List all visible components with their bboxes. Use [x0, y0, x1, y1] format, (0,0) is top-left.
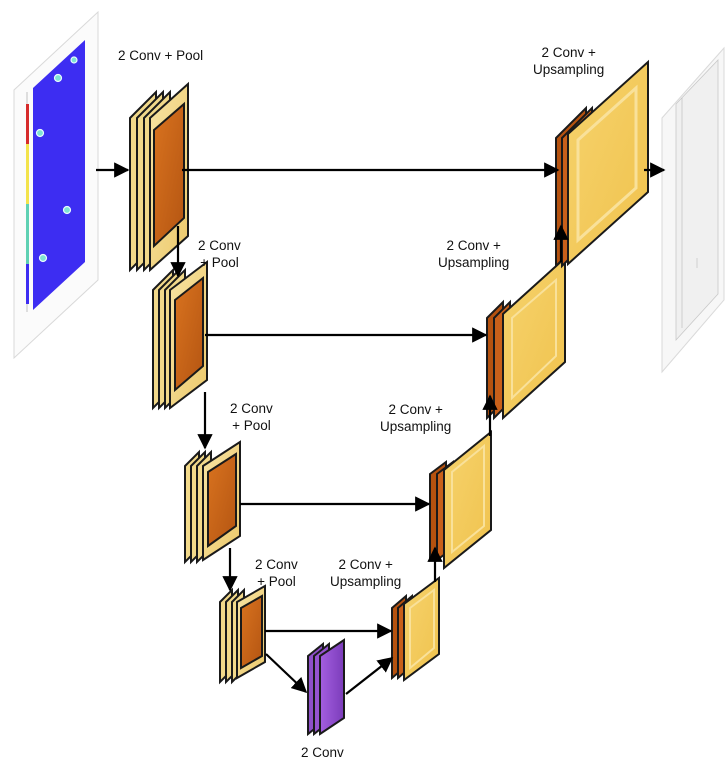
label-bottleneck: 2 Conv: [301, 745, 344, 760]
label-decoder-2: 2 Conv + Upsampling: [438, 238, 510, 270]
up-arrow-bottleneck: [345, 657, 394, 695]
label-encoder-2: 2 Conv + Pool: [198, 238, 241, 270]
encoder-block-2: [152, 259, 208, 411]
encoder-block-3: [184, 440, 241, 565]
label-decoder-4: 2 Conv + Upsampling: [330, 557, 402, 589]
decoder-block-3: [429, 429, 492, 571]
label-decoder-1: 2 Conv + Upsampling: [533, 45, 605, 77]
encoder-block-1: [129, 81, 189, 273]
down-arrow-4: [265, 653, 308, 694]
label-encoder-1: 2 Conv + Pool: [118, 48, 204, 63]
decoder-block-1: [555, 59, 649, 269]
label-decoder-3: 2 Conv + Upsampling: [380, 402, 452, 434]
decoder-block-4: [391, 576, 440, 682]
input-heatmap-area: [33, 40, 85, 310]
decoder-block-2: [486, 255, 566, 421]
encoder-block-4: [219, 584, 266, 685]
bottleneck-block: [307, 638, 345, 737]
output-image: [661, 46, 725, 374]
arrows: [96, 162, 666, 695]
label-encoder-4: 2 Conv + Pool: [255, 557, 298, 589]
input-image: [13, 10, 99, 360]
label-encoder-3: 2 Conv + Pool: [230, 401, 273, 433]
